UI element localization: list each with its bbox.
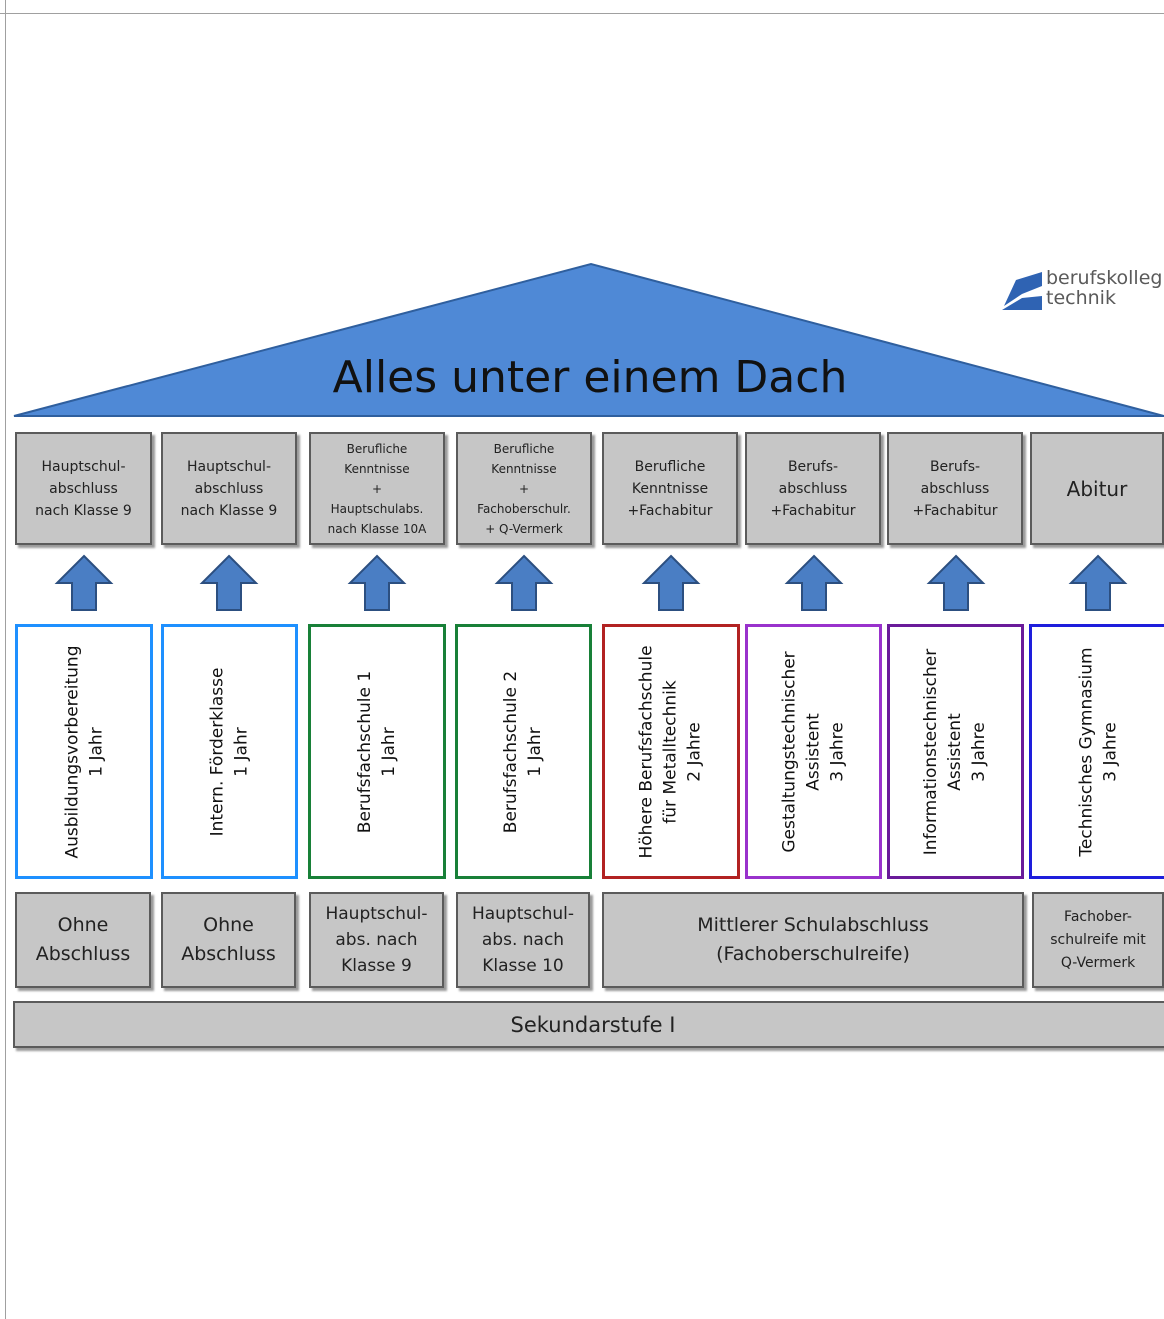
up-arrow-icon	[784, 554, 844, 611]
logo-line-1: berufskolleg	[1046, 267, 1163, 289]
up-arrow-icon	[641, 554, 701, 611]
up-arrow-icon	[494, 554, 554, 611]
logo-text: berufskolleg technik	[1046, 268, 1162, 308]
up-arrow-icon	[926, 554, 986, 611]
entry-box-mittlerer-schulabschluss: Mittlerer Schulabschluss(Fachoberschulre…	[602, 892, 1024, 988]
berufskolleg-logo-icon	[1002, 272, 1042, 310]
qualification-box-8: Abitur	[1030, 432, 1164, 545]
up-arrow-icon	[54, 554, 114, 611]
up-arrow-icon	[1068, 554, 1128, 611]
up-arrow-icon	[347, 554, 407, 611]
qualification-box-6: Berufs-abschluss+Fachabitur	[745, 432, 881, 545]
page-frame	[5, 0, 1164, 1319]
roof-shape	[13, 262, 1164, 417]
roof-title: Alles unter einem Dach	[332, 352, 848, 403]
up-arrow-icon	[199, 554, 259, 611]
logo-line-2: technik	[1046, 287, 1116, 309]
top-divider	[0, 13, 1164, 14]
foundation-sekundarstufe: Sekundarstufe I	[13, 1001, 1164, 1048]
qualification-box-7: Berufs-abschluss+Fachabitur	[887, 432, 1023, 545]
